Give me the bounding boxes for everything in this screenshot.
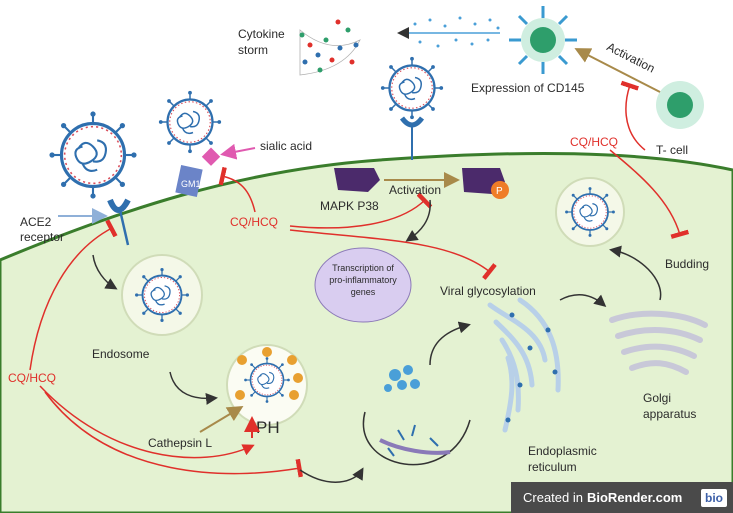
activation-arrow-top <box>574 48 661 93</box>
sialic-acid-label: sialic acid <box>260 139 312 153</box>
transcription-label-3: genes <box>351 287 376 297</box>
cq-hcq-label-left: CQ/HCQ <box>8 371 56 385</box>
virus-icon-top <box>379 55 445 121</box>
cathepsin-arrow <box>199 405 244 433</box>
cytokine-storm-icon <box>299 19 361 76</box>
cq-hcq-inhibit-uncoating <box>44 391 303 478</box>
cathepsin-label: Cathepsin L <box>148 436 212 450</box>
cytokine-label-1: Cytokine <box>238 27 285 41</box>
t-cell-icon <box>656 81 704 129</box>
er-label-2: reticulum <box>528 460 577 474</box>
virus-icon-lysosome <box>243 356 291 404</box>
biorender-footer: Created in BioRender.com bio <box>511 482 733 513</box>
activation-mid-label: Activation <box>389 183 441 197</box>
transcription-label-2: pro-inflammatory <box>329 275 397 285</box>
arrow-to-uncoating <box>299 467 364 483</box>
cq-hcq-inhibit-tcell <box>620 80 646 151</box>
golgi-label-1: Golgi <box>643 391 671 405</box>
cytokine-stream <box>397 16 500 48</box>
cq-hcq-inhibit-glyco <box>289 229 497 280</box>
viral-rna-icon <box>379 438 451 455</box>
er-glycan-marks <box>505 312 558 423</box>
protease-dots <box>235 347 303 400</box>
t-cell-label: T- cell <box>656 143 688 157</box>
arrow-endosome-lysosome <box>169 371 218 405</box>
mapk-label: MAPK P38 <box>320 199 379 213</box>
cq-hcq-inhibit-ace2 <box>29 219 118 371</box>
cd145-label: Expression of CD145 <box>471 81 585 95</box>
phosphate-icon <box>491 181 509 199</box>
sialic-pointer <box>220 143 256 160</box>
activation-top-label: Activation <box>604 40 657 76</box>
ace2-receptor-icon <box>107 198 131 213</box>
cq-hcq-inhibit-budding <box>609 149 690 239</box>
cytokine-label-2: storm <box>238 43 268 57</box>
cq-hcq-inhibit-mapk <box>289 192 433 229</box>
viral-glycosylation-label: Viral glycosylation <box>440 284 536 298</box>
ace2-label-2: receptor <box>20 230 64 244</box>
cq-hcq-label-middle: CQ/HCQ <box>230 215 278 229</box>
sialic-acid-icon <box>201 147 221 166</box>
er-label-1: Endoplasmic <box>528 444 597 458</box>
virus-icon-endosome <box>134 267 190 323</box>
ph-label: PH <box>256 418 280 437</box>
rna-fragment-icon <box>384 365 420 392</box>
transcription-node <box>314 247 412 323</box>
arrow-er-golgi <box>559 294 607 307</box>
budding-label: Budding <box>665 257 709 271</box>
footer-created-in: Created in <box>523 490 583 505</box>
virus-icon-budding <box>564 186 616 238</box>
mapk-p38-icon <box>334 168 380 192</box>
golgi-label-2: apparatus <box>643 407 696 421</box>
cq-hcq-path-ph <box>39 385 255 459</box>
endosome-label: Endosome <box>92 347 150 361</box>
arrow-entry-endosome <box>92 254 118 290</box>
footer-brand: BioRender.com <box>586 490 683 505</box>
cq-hcq-label-tcell: CQ/HCQ <box>570 135 618 149</box>
cq-hcq-inhibit-sialic <box>218 166 256 213</box>
gm1-icon <box>175 165 203 197</box>
transcription-label-1: Transcription of <box>332 263 394 273</box>
uncoating-vesicle-icon <box>362 411 471 466</box>
spike-fragments <box>387 424 439 457</box>
virus-icon-ace2 <box>47 109 139 201</box>
bio-badge-icon: bio <box>701 488 727 507</box>
er-icon <box>487 297 561 433</box>
ace2-label-1: ACE2 <box>20 215 52 229</box>
golgi-icon <box>609 310 708 375</box>
arrow-golgi-budding <box>609 245 662 301</box>
ace2-stem <box>118 209 130 246</box>
virus-icon-sialic <box>157 89 223 155</box>
phosphate-label: P <box>496 186 503 197</box>
activated-t-cell-icon <box>509 6 577 74</box>
arrow-to-transcription <box>405 199 431 242</box>
arrow-uncoating-er <box>429 321 471 366</box>
gm1-label: GM1 <box>181 179 201 189</box>
